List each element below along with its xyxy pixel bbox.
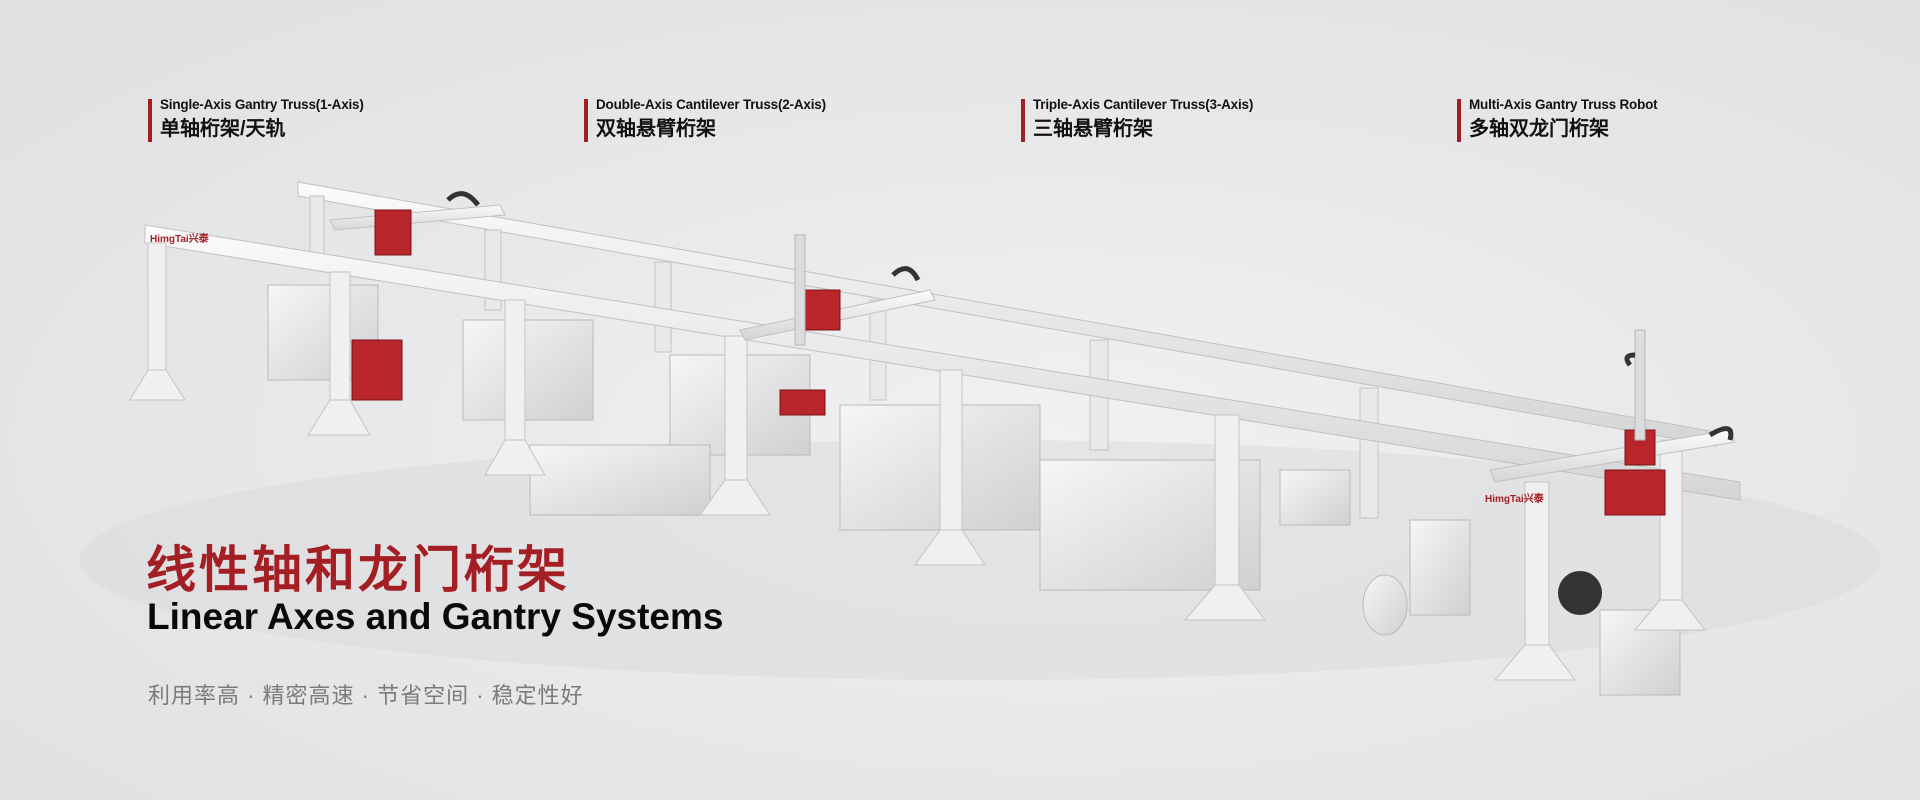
brand-logo-secondary: HimgTai兴泰 xyxy=(1485,494,1544,505)
hero-title-en: Linear Axes and Gantry Systems xyxy=(147,596,724,637)
hero-subtitle: 利用率高 · 精密高速 · 节省空间 · 稳定性好 xyxy=(148,683,584,708)
category-en: Single-Axis Gantry Truss(1-Axis) xyxy=(160,97,364,112)
category-zh: 双轴悬臂桁架 xyxy=(596,118,716,140)
category-single-axis: Single-Axis Gantry Truss(1-Axis) 单轴桁架/天轨 xyxy=(148,97,364,142)
category-zh: 单轴桁架/天轨 xyxy=(160,118,286,140)
category-triple-axis: Triple-Axis Cantilever Truss(3-Axis) 三轴悬… xyxy=(1021,97,1254,142)
category-zh: 多轴双龙门桁架 xyxy=(1469,118,1609,140)
red-carriages xyxy=(351,209,1666,516)
category-zh: 三轴悬臂桁架 xyxy=(1033,118,1153,140)
hero-title-zh: 线性轴和龙门桁架 xyxy=(146,542,570,598)
back-rail xyxy=(297,181,1717,447)
front-rail xyxy=(144,224,1741,501)
category-en: Triple-Axis Cantilever Truss(3-Axis) xyxy=(1033,97,1254,112)
brand-logo: HimgTai兴泰 xyxy=(150,234,209,245)
category-double-axis: Double-Axis Cantilever Truss(2-Axis) 双轴悬… xyxy=(584,97,826,142)
category-en: Double-Axis Cantilever Truss(2-Axis) xyxy=(596,97,826,112)
category-multi-axis: Multi-Axis Gantry Truss Robot 多轴双龙门桁架 xyxy=(1457,97,1658,142)
category-en: Multi-Axis Gantry Truss Robot xyxy=(1469,97,1658,112)
